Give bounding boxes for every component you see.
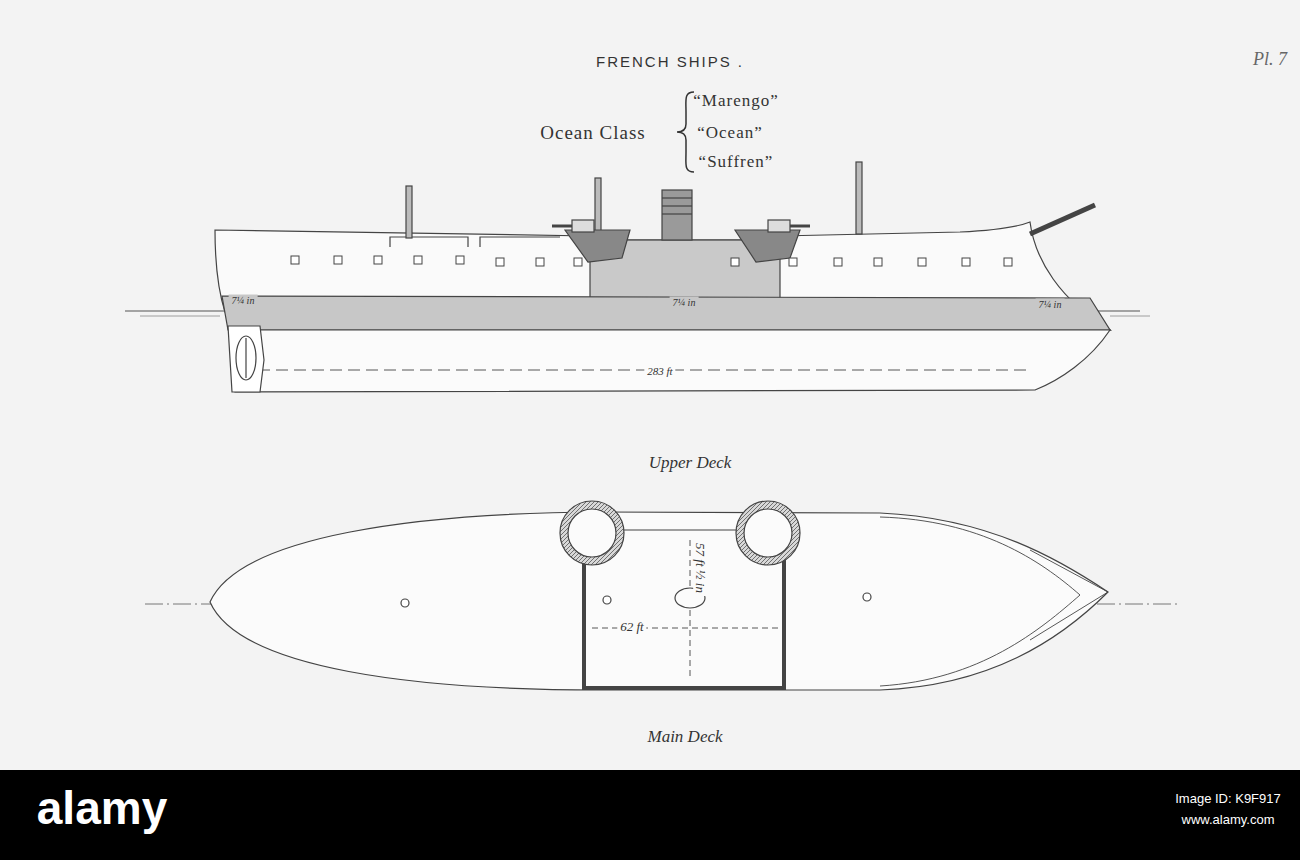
view-label: Upper Deck <box>649 454 732 473</box>
battery-dimension: 62 ft <box>617 620 646 634</box>
plate-title: FRENCH SHIPS . <box>596 54 744 71</box>
plate-number: Pl. 7 <box>1253 50 1287 70</box>
armour-dimension: 7¼ in <box>229 295 258 306</box>
ship-name: “Marengo” <box>693 92 778 111</box>
armour-dimension: 7¼ in <box>670 297 699 308</box>
armour-dimension: 7¼ in <box>1036 299 1065 310</box>
length-dimension: 283 ft <box>644 365 675 377</box>
watermark-bar <box>0 770 1300 860</box>
view-label: Main Deck <box>647 728 722 747</box>
watermark: alamy <box>37 783 167 834</box>
ship-name: “Ocean” <box>697 124 763 143</box>
ship-name: “Suffren” <box>699 153 774 172</box>
plan-view <box>145 501 1178 690</box>
watermark: Image ID: K9F917 <box>1175 792 1281 806</box>
side-elevation <box>125 162 1150 392</box>
beam-dimension: 57 ft ½ in <box>693 540 707 596</box>
class-name: Ocean Class <box>540 123 645 144</box>
watermark: www.alamy.com <box>1182 813 1275 827</box>
brace <box>677 92 694 172</box>
